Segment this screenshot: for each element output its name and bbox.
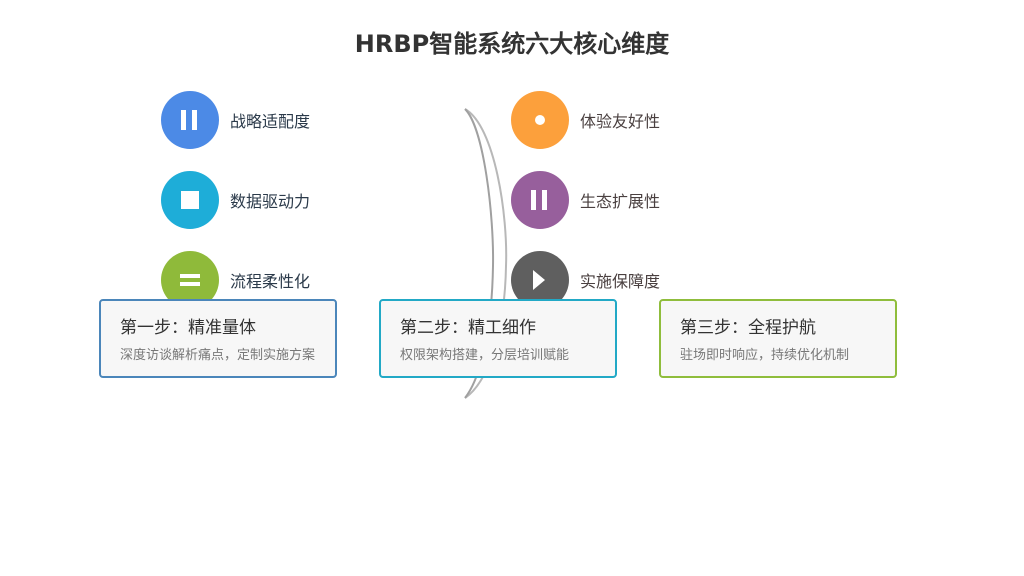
dimension-label: 流程柔性化: [230, 272, 311, 291]
dimension-label: 战略适配度: [230, 112, 311, 131]
square-icon: [181, 191, 199, 209]
dot-icon: [535, 115, 545, 125]
dimension-item-experience: 体验友好性: [511, 91, 660, 149]
dimension-label: 体验友好性: [580, 112, 661, 131]
step-card-3: 第三步：全程护航 驻场即时响应，持续优化机制: [659, 299, 897, 378]
step-card-2: 第二步：精工细作 权限架构搭建，分层培训赋能: [379, 299, 617, 378]
dimension-label: 数据驱动力: [230, 192, 311, 211]
step-title: 第二步：精工细作: [400, 318, 536, 338]
dimension-label: 实施保障度: [580, 272, 661, 291]
dimension-circle: [511, 91, 569, 149]
dimension-circle: [161, 91, 219, 149]
step-description: 驻场即时响应，持续优化机制: [680, 348, 850, 363]
page-title: HRBP智能系统六大核心维度: [354, 30, 670, 58]
dimension-label: 生态扩展性: [580, 192, 661, 211]
dimension-item-data: 数据驱动力: [161, 171, 310, 229]
step-title: 第三步：全程护航: [680, 318, 816, 338]
dimension-circle: [161, 171, 219, 229]
play-icon: [533, 270, 545, 290]
step-description: 深度访谈解析痛点，定制实施方案: [120, 348, 316, 363]
dimension-item-strategy: 战略适配度: [161, 91, 310, 149]
dimension-item-ecosystem: 生态扩展性: [511, 171, 660, 229]
dimension-circle: [511, 171, 569, 229]
step-title: 第一步：精准量体: [120, 318, 256, 338]
step-description: 权限架构搭建，分层培训赋能: [400, 348, 570, 363]
step-card-1: 第一步：精准量体 深度访谈解析痛点，定制实施方案: [99, 299, 337, 378]
